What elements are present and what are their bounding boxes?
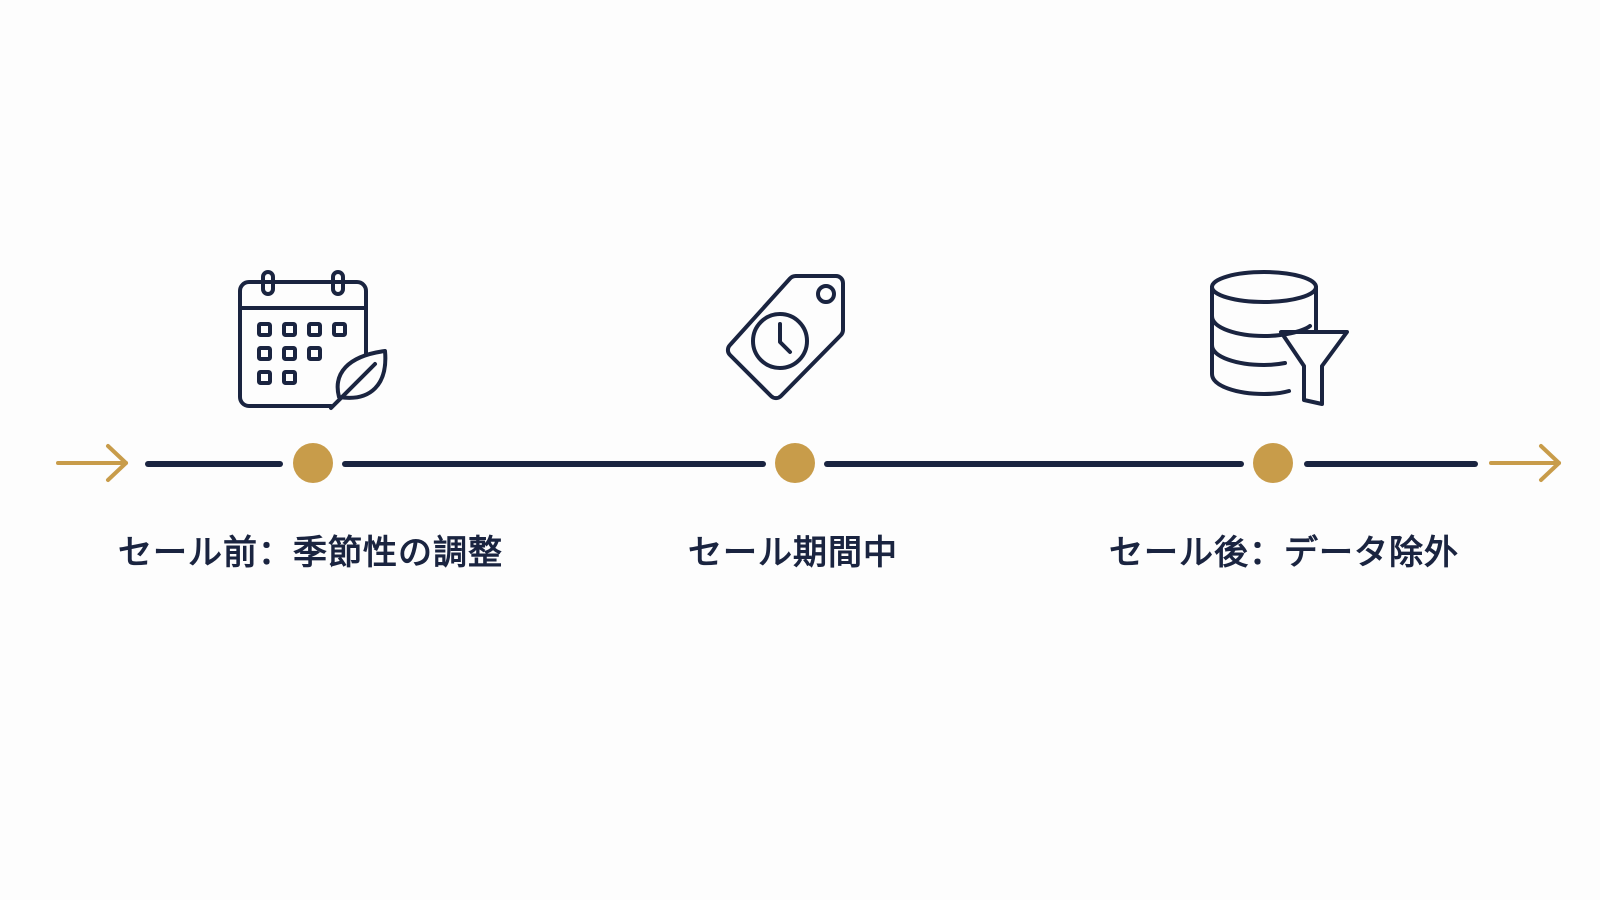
milestone-label-before-sale: セール前：季節性の調整 bbox=[118, 533, 503, 573]
timeline-milestone-dot bbox=[775, 443, 815, 483]
timeline-milestone-dot bbox=[1253, 443, 1293, 483]
arrow-right-icon bbox=[56, 444, 128, 482]
price-tag-clock-icon bbox=[725, 274, 845, 401]
calendar-leaf-icon bbox=[238, 270, 388, 410]
milestone-label-after-sale: セール後：データ除外 bbox=[1109, 533, 1459, 573]
timeline-segment bbox=[145, 461, 283, 467]
arrow-right-icon bbox=[1489, 444, 1561, 482]
timeline-segment bbox=[1304, 461, 1478, 467]
milestone-label-during-sale: セール期間中 bbox=[688, 533, 898, 573]
timeline-segment bbox=[342, 461, 766, 467]
database-filter-icon bbox=[1210, 270, 1349, 406]
timeline-milestone-dot bbox=[293, 443, 333, 483]
timeline-segment bbox=[824, 461, 1244, 467]
